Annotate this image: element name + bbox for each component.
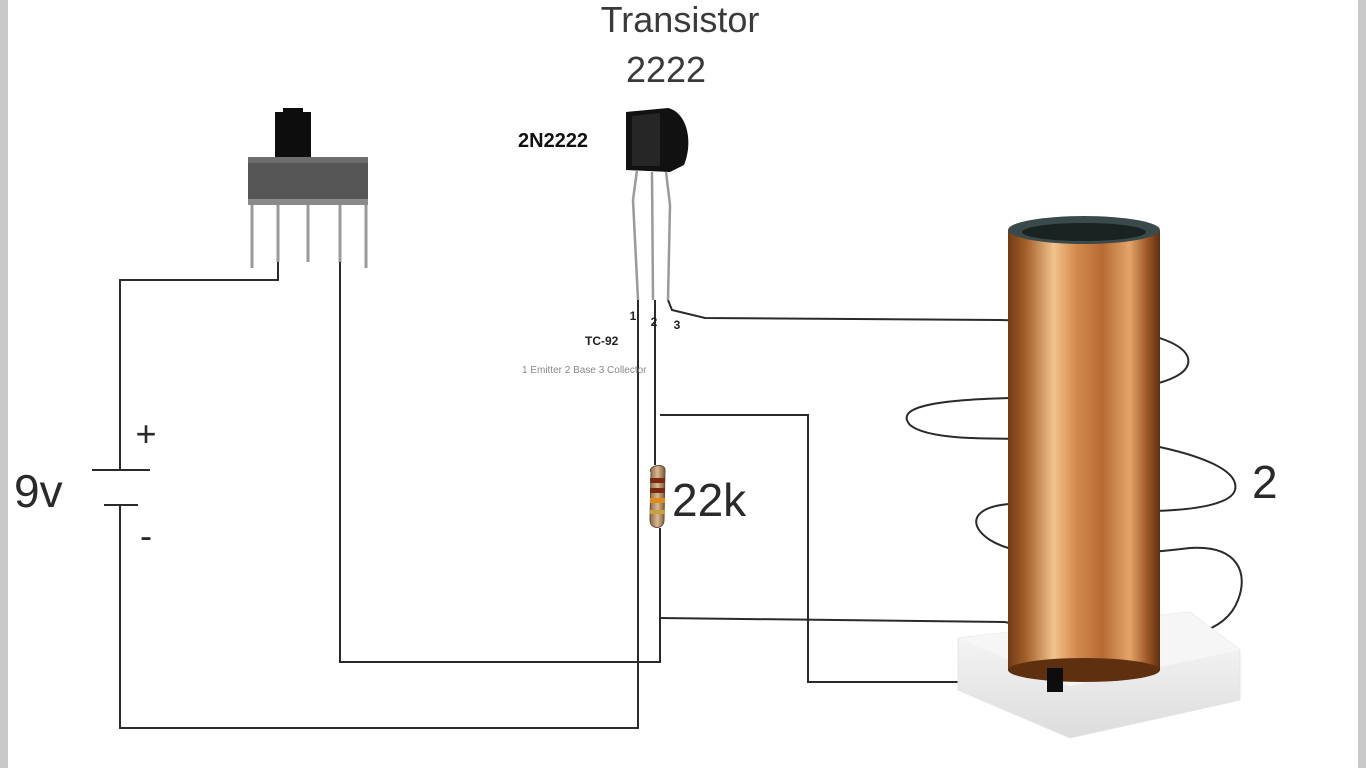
wire-battery-minus-to-emitter bbox=[119, 300, 639, 729]
battery-9v bbox=[92, 469, 150, 506]
transistor-leg-base bbox=[650, 171, 655, 301]
wires bbox=[119, 262, 1243, 729]
coil-ground-terminal bbox=[1047, 668, 1063, 692]
switch-body-top bbox=[248, 157, 368, 163]
resistor-band-4 bbox=[650, 510, 665, 514]
switch-frame bbox=[248, 199, 368, 205]
pin-3-label: 3 bbox=[674, 318, 681, 332]
coil-secondary-tube bbox=[1008, 230, 1160, 670]
slide-switch bbox=[248, 108, 368, 268]
transistor-legs bbox=[631, 169, 672, 301]
battery-voltage-label: 9v bbox=[14, 465, 63, 517]
pin-2-label: 2 bbox=[651, 315, 658, 329]
wire-resistor-to-coil-base bbox=[660, 414, 1055, 683]
wire-switch-to-resistor bbox=[339, 262, 661, 663]
pinout-legend: 1 Emitter 2 Base 3 Collector bbox=[522, 365, 647, 376]
switch-body bbox=[248, 157, 368, 199]
wire-resistor-to-primary-coil bbox=[659, 617, 1006, 623]
tesla-coil bbox=[957, 216, 1241, 739]
resistor-band-1 bbox=[650, 478, 665, 483]
battery-minus-label: - bbox=[140, 515, 152, 556]
right-frame-edge bbox=[1358, 0, 1366, 768]
transistor-leg-collector bbox=[664, 171, 672, 301]
coil-tube-top-inner bbox=[1022, 223, 1146, 241]
switch-actuator-ridge bbox=[283, 108, 303, 114]
transistor-part-label: 2N2222 bbox=[518, 130, 588, 152]
transistor-number: 2222 bbox=[626, 49, 706, 90]
switch-pins bbox=[250, 205, 368, 268]
coil-tube-bottom bbox=[1008, 658, 1160, 682]
battery-plus-label: + bbox=[135, 413, 156, 454]
pin-1-label: 1 bbox=[630, 309, 637, 323]
left-frame-edge bbox=[0, 0, 8, 768]
coil-turns-label: 2 bbox=[1252, 456, 1278, 508]
package-label: TC-92 bbox=[585, 334, 619, 348]
resistor-body bbox=[649, 465, 666, 528]
switch-actuator bbox=[275, 112, 311, 160]
transistor-2n2222 bbox=[626, 108, 689, 301]
resistor-band-3 bbox=[650, 498, 665, 503]
wire-switch-to-battery-plus bbox=[119, 262, 279, 470]
resistor-value-label: 22k bbox=[672, 474, 747, 526]
transistor-title: Transistor bbox=[601, 0, 760, 40]
transistor-leg-emitter bbox=[631, 169, 640, 301]
resistor-22k bbox=[649, 465, 666, 528]
transistor-highlight bbox=[632, 113, 660, 166]
resistor-band-2 bbox=[650, 488, 665, 493]
